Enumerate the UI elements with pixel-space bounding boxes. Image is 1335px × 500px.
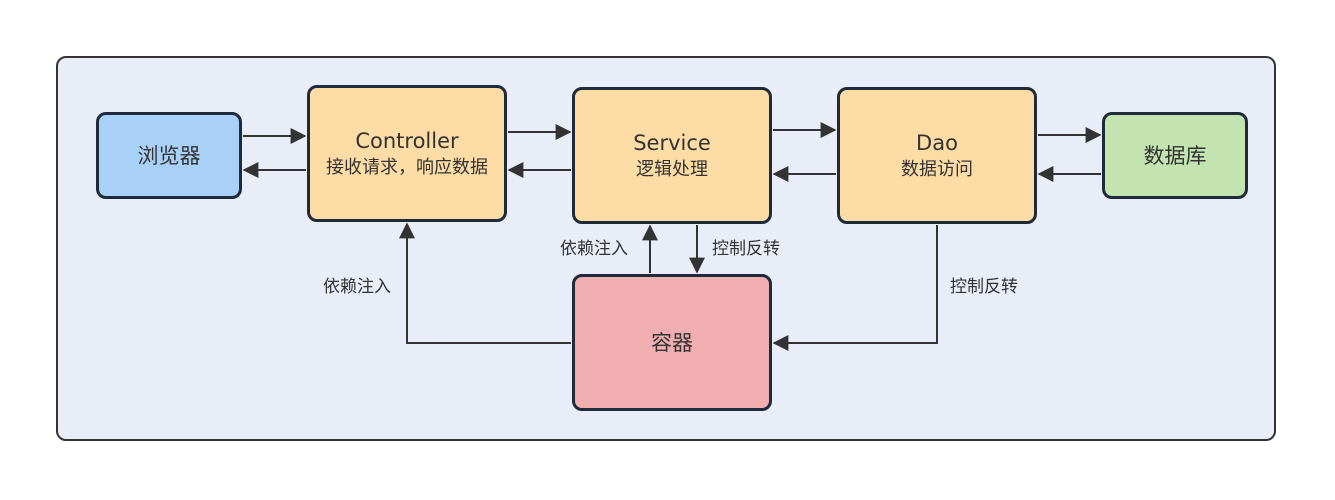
browser-node[interactable]: 浏览器 xyxy=(96,112,242,199)
service-node[interactable]: Service 逻辑处理 xyxy=(572,87,772,224)
database-node[interactable]: 数据库 xyxy=(1102,112,1248,199)
dao-node[interactable]: Dao 数据访问 xyxy=(837,87,1037,224)
browser-title: 浏览器 xyxy=(137,143,201,168)
label-service-inversion-of-control: 控制反转 xyxy=(712,239,780,259)
database-title: 数据库 xyxy=(1143,143,1207,168)
controller-node[interactable]: Controller 接收请求，响应数据 xyxy=(307,85,507,222)
controller-subtitle: 接收请求，响应数据 xyxy=(326,156,488,178)
service-subtitle: 逻辑处理 xyxy=(636,158,708,180)
dao-subtitle: 数据访问 xyxy=(901,158,973,180)
controller-title: Controller xyxy=(355,128,459,153)
label-service-dependency-injection: 依赖注入 xyxy=(560,239,628,259)
container-node[interactable]: 容器 xyxy=(572,274,772,411)
container-title: 容器 xyxy=(651,330,693,355)
service-title: Service xyxy=(633,130,711,155)
dao-title: Dao xyxy=(916,130,958,155)
label-controller-dependency-injection: 依赖注入 xyxy=(323,277,391,297)
label-dao-inversion-of-control: 控制反转 xyxy=(950,277,1018,297)
